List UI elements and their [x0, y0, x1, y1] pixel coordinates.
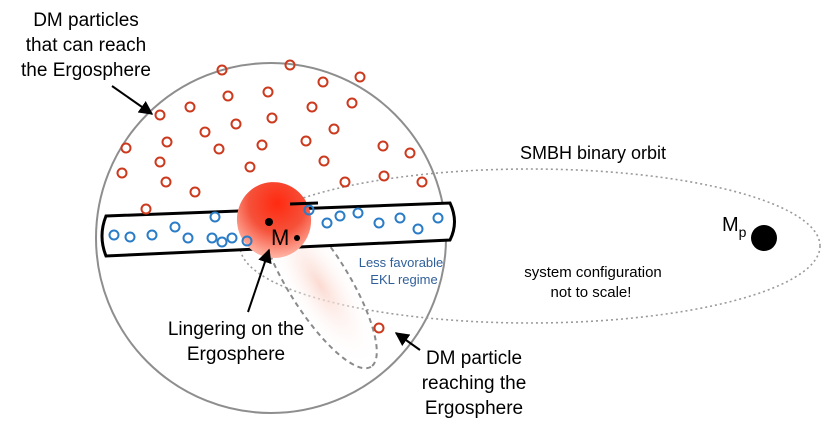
blue-particle	[169, 221, 181, 233]
regime-label-line2: EKL regime	[370, 272, 437, 287]
red-particle	[154, 156, 166, 168]
red-particle	[140, 203, 152, 215]
blue-particle	[216, 236, 228, 248]
blue-particle	[226, 232, 238, 244]
red-particle	[317, 76, 329, 88]
dm-particles-label-line1: DM particles	[33, 10, 139, 31]
red-particle	[416, 176, 428, 188]
blue-particle	[432, 212, 444, 224]
blue-particle	[108, 229, 120, 241]
red-particle	[354, 71, 366, 83]
scale-note-line1: system configuration	[524, 264, 662, 281]
red-particle	[120, 142, 132, 154]
disk-top-edge-overlay	[289, 201, 319, 206]
lingering-label-line2: Ergosphere	[187, 344, 285, 365]
red-particle	[230, 118, 242, 130]
red-particle	[404, 147, 416, 159]
ergosphere-blob	[236, 182, 312, 258]
blue-particle	[412, 223, 424, 235]
red-particle	[216, 64, 228, 76]
red-particle	[306, 101, 318, 113]
red-particle	[199, 126, 211, 138]
regime-label-line1: Less favorable	[359, 255, 444, 270]
red-particle	[184, 101, 196, 113]
red-particle	[154, 109, 166, 121]
red-particles	[116, 59, 428, 334]
dm-particle-label-line3: Ergosphere	[425, 398, 523, 419]
red-particle	[339, 176, 351, 188]
blue-particle	[303, 204, 315, 216]
blue-particle	[321, 217, 333, 229]
red-particle	[318, 155, 330, 167]
red-particle	[160, 176, 172, 188]
red-particle	[189, 186, 201, 198]
blue-particles	[108, 204, 444, 248]
red-particle	[244, 161, 256, 173]
mp-label: Mp	[722, 214, 747, 240]
red-particle	[378, 170, 390, 182]
red-particle	[262, 86, 274, 98]
arrow-lingering	[247, 248, 272, 313]
lingering-label-line1: Lingering on the	[168, 319, 304, 340]
red-particle	[373, 322, 385, 334]
scale-note-line2: not to scale!	[551, 284, 632, 301]
dm-particle-label-line1: DM particle	[426, 348, 522, 369]
blue-particle	[209, 211, 221, 223]
dm-particle-label-line2: reaching the	[422, 373, 527, 394]
arrow-dm-particles	[111, 85, 154, 115]
orbit-label: SMBH binary orbit	[520, 143, 666, 163]
red-particle	[284, 59, 296, 71]
m-bullet-dot	[294, 235, 300, 241]
dm-particles-label-line2: that can reach	[26, 35, 146, 56]
dm-particles-label-line3: the Ergosphere	[21, 60, 151, 81]
red-particle	[377, 140, 389, 152]
blue-particle	[394, 212, 406, 224]
blue-particle	[146, 229, 158, 241]
red-particle	[222, 90, 234, 102]
red-particle	[266, 112, 278, 124]
blue-particle	[373, 217, 385, 229]
m-label: M	[271, 225, 289, 250]
central-smbh-dot	[265, 218, 273, 226]
perturber-mp	[751, 225, 777, 251]
blue-particle	[334, 210, 346, 222]
red-particle	[328, 123, 340, 135]
blue-particle	[182, 232, 194, 244]
blue-particle	[124, 231, 136, 243]
red-particle	[346, 97, 358, 109]
blue-particle	[241, 235, 253, 247]
blue-particle	[206, 232, 218, 244]
red-particle	[300, 135, 312, 147]
blue-particle	[352, 207, 364, 219]
red-particle	[116, 167, 128, 179]
arrow-dm-particle-reaching	[394, 332, 421, 351]
red-particle	[161, 136, 173, 148]
red-particle	[213, 143, 225, 155]
red-particle	[256, 139, 268, 151]
